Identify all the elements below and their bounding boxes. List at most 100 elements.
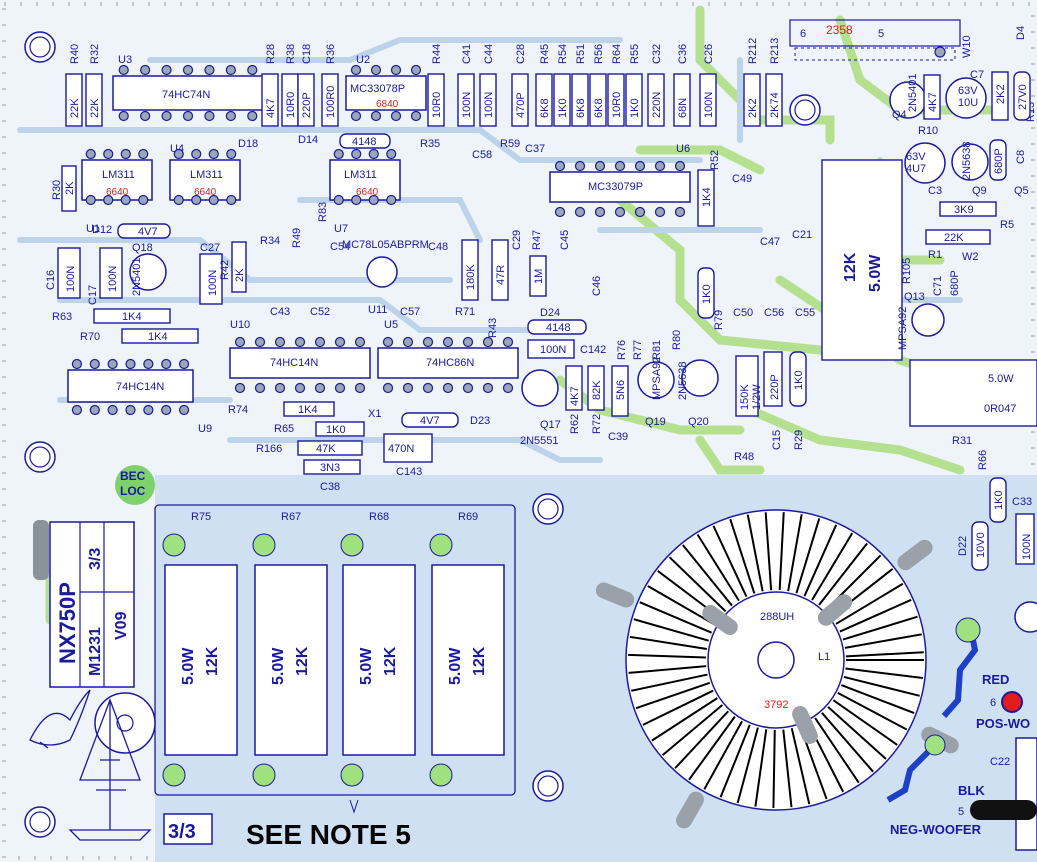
label-c27-val: 100N [207,270,219,296]
label-c46: C46 [591,276,603,296]
toroid-winding [688,716,736,781]
toroid-winding [811,532,854,601]
label-r65-val: 1K0 [326,424,346,436]
label-r29: R29 [793,430,805,450]
component-value: 1K0 [629,98,641,118]
ic-u7-ref: U7 [334,223,348,235]
ic-pin [422,336,434,348]
ic-pin [254,336,266,348]
ic-u10: U10 74HC14N [229,319,371,379]
component-ref: C44 [483,44,495,64]
board-sheet: 3/3 [87,548,104,570]
ic-pin [225,64,236,76]
ic-pin [107,404,118,416]
ic-u11-ref: U11 [368,304,387,316]
label-r10-val: 4K7 [927,92,939,112]
ic-pin [462,382,474,394]
label-q18-part: 2N5401 [131,257,143,296]
copper-traces-blue [17,37,963,463]
label-c38-val: 3N3 [320,462,340,474]
ic-u2-code: 6840 [376,99,399,110]
ic-pin [161,64,172,76]
top-component-row: R4022KR3222KR284K7R3810R0C18220PR36100R0… [65,38,783,127]
label-c71: C71 [932,276,944,296]
power-resistor-pad [429,533,453,557]
toroid-winding [787,514,803,592]
component-value: 470P [515,92,527,118]
label-r74-val: 1K4 [298,404,318,416]
ic-pin [140,64,151,76]
toroid-winding [651,697,718,742]
label-r30: R30 [51,180,63,200]
component-value: 10R0 [285,92,297,118]
toroid-winding [790,727,811,805]
ic-pin [654,160,666,172]
toroid-winding [754,729,768,807]
label-r5: R5 [1000,219,1014,231]
ic-u10-ref: U10 [230,319,250,331]
ic-pin [351,194,362,206]
power-resistor-body [431,564,505,756]
ic-pin [554,206,566,218]
toroid-winding [842,615,918,641]
component-body [261,73,279,127]
l1-ref: L1 [818,651,830,663]
ic-pin [422,382,434,394]
woofer-terminals: RED 6 POS-WO C22 BLK 5 NEG-WOOFER [886,617,1037,851]
label-r52: R52 [709,150,721,170]
ic-pin [71,358,83,370]
label-c142-val: 100N [540,344,566,356]
label-r74: R74 [228,404,248,416]
ic-pin [410,64,422,76]
ic-pin [89,358,100,370]
label-c33: C33 [1012,496,1032,508]
label-c48: C48 [428,241,448,253]
ic-pin [161,110,172,122]
label-c58: C58 [472,149,492,161]
toroid-winding [639,601,712,634]
component-value: 4K7 [265,98,277,118]
label-c52: C52 [310,306,330,318]
component-ref: R45 [539,44,551,64]
ic-pin [462,336,474,348]
label-pos-woofer: POS-WO [976,716,1030,731]
component-body [535,73,553,127]
label-c33-val: 100N [1021,534,1033,560]
component-value: 100N [703,92,715,118]
label-r62-val: 4K7 [569,386,581,406]
component-body [625,73,643,127]
label-c17: C17 [87,285,99,305]
component-body [457,73,475,127]
label-w10: W10 [961,35,973,58]
ic-pin [103,148,114,160]
toroid-winding [712,525,748,597]
ic-pin [390,64,402,76]
l1-code: 3792 [764,699,788,711]
ic-pin [634,206,646,218]
toroid-pad [595,582,635,608]
toroid-winding [682,544,733,607]
label-q9: Q9 [972,185,987,197]
board-part: M1231 [87,627,104,676]
label-c49: C49 [732,173,752,185]
ic-u9-ref: U9 [198,423,212,435]
label-d18: D18 [238,138,258,150]
ic-u3-part: 74HC74N [162,89,210,101]
label-r42-val: 2K [234,268,246,282]
component-body [65,73,83,127]
component-ref: R55 [629,44,641,64]
ic-pin [191,148,202,160]
component-body [647,73,665,127]
label-r30-val: 2K [64,181,76,195]
toroid-winding [764,512,773,591]
ic-pin [140,110,151,122]
board-id-block: NX750P M1231 3/3 V09 [33,520,135,688]
label-r63: R63 [52,311,72,323]
ic-pin [614,206,626,218]
toroid-winding [827,706,887,760]
label-c57: C57 [400,306,420,318]
ic-pin [351,148,362,160]
label-r105: R105 [901,258,913,284]
ic-u1-part: LM311 [102,169,135,181]
power-resistor-pad [340,763,364,787]
